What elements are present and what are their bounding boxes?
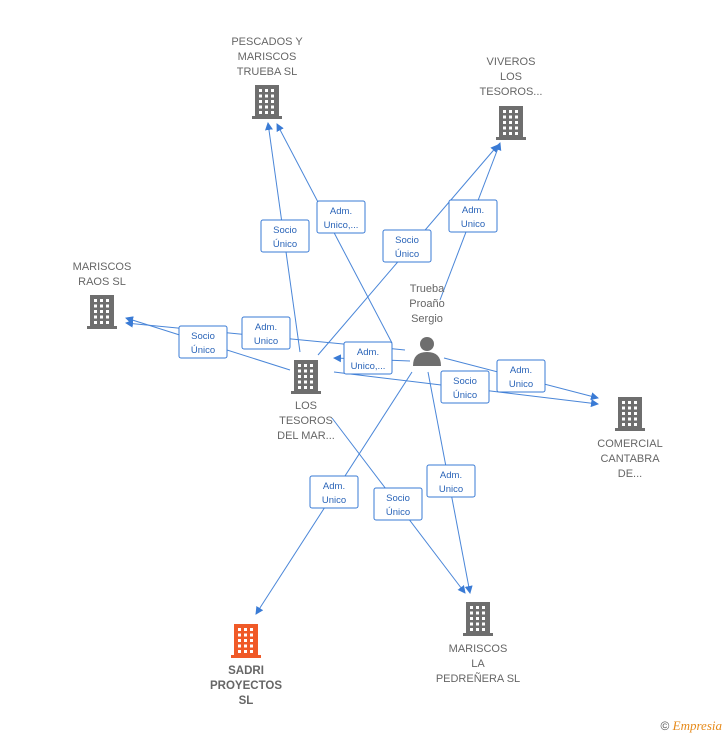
- edge-label-box: [343, 341, 393, 375]
- edge-label-box: [373, 487, 423, 521]
- edge-label-line: Adm.: [330, 206, 352, 217]
- edge-label-line: Unico: [461, 219, 485, 230]
- node-sadri[interactable]: SADRI PROYECTOS SL: [210, 624, 282, 707]
- node-tesoros[interactable]: LOS TESOROS DEL MAR...: [277, 360, 335, 442]
- edge-label-line: Adm.: [255, 322, 277, 333]
- node-viveros[interactable]: VIVEROS LOS TESOROS...: [480, 56, 543, 140]
- edge-label-line: Adm.: [440, 470, 462, 481]
- edge-label-line: Socio: [191, 331, 215, 342]
- node-label-line: DEL MAR...: [277, 430, 335, 442]
- node-label-line: Proaño: [409, 298, 444, 310]
- edge-label-line: Adm.: [323, 481, 345, 492]
- edge-label-box: [309, 475, 359, 509]
- edge-label-box: [178, 325, 228, 359]
- edge-label-line: Unico,...: [324, 220, 359, 231]
- edge-label-line: Unico: [254, 336, 278, 347]
- edge-label-line: Adm.: [462, 205, 484, 216]
- edge-label-person-to-pedrenera[interactable]: Adm. Unico: [426, 464, 476, 498]
- edge-label-line: Único: [191, 345, 215, 356]
- copyright-symbol: ©: [660, 719, 670, 733]
- edge-label-line: Único: [386, 507, 410, 518]
- building-icon: [291, 360, 321, 394]
- brand-logo[interactable]: Empresia: [672, 718, 722, 733]
- edge-label-line: Unico,...: [351, 361, 386, 372]
- building-icon: [615, 397, 645, 431]
- edge-label-line: Único: [453, 390, 477, 401]
- building-icon: [463, 602, 493, 636]
- node-pedrenera[interactable]: MARISCOS LA PEDREÑERA SL: [436, 602, 520, 685]
- edge-label-line: Unico: [509, 379, 533, 390]
- edge-label-line: Adm.: [510, 365, 532, 376]
- node-label-line: Trueba: [410, 283, 445, 295]
- edge-label-line: Socio: [273, 225, 297, 236]
- edge-label-line: Socio: [453, 376, 477, 387]
- node-label-line: SL: [239, 695, 254, 707]
- building-icon: [87, 295, 117, 329]
- node-label-line: TRUEBA SL: [237, 66, 298, 78]
- edge-label-line: Unico: [439, 484, 463, 495]
- edge-label-person-to-pescados[interactable]: Adm. Unico,...: [316, 200, 366, 234]
- edge-label-box: [316, 200, 366, 234]
- edge-label-box: [440, 370, 490, 404]
- node-label-line: RAOS SL: [78, 276, 126, 288]
- node-raos[interactable]: MARISCOS RAOS SL: [73, 261, 132, 329]
- node-label-line: MARISCOS: [238, 51, 297, 63]
- footer: © Empresia: [660, 718, 722, 734]
- node-pescados[interactable]: PESCADOS Y MARISCOS TRUEBA SL: [231, 36, 303, 119]
- node-label-line: TESOROS: [279, 415, 333, 427]
- node-label-line: CANTABRA: [600, 453, 660, 465]
- building-icon: [496, 106, 526, 140]
- edge-label-box: [241, 316, 291, 350]
- node-label-line: Sergio: [411, 313, 443, 325]
- node-label-line: LA: [471, 658, 485, 670]
- node-comercial[interactable]: COMERCIAL CANTABRA DE...: [597, 397, 663, 480]
- edge-label-line: Socio: [386, 493, 410, 504]
- edge-label-line: Único: [273, 239, 297, 250]
- node-label-line: PESCADOS Y: [231, 36, 303, 48]
- edge-label-person-to-sadri[interactable]: Adm. Unico: [309, 475, 359, 509]
- edge-label-box: [496, 359, 546, 393]
- edge-label-person-to-raos[interactable]: Adm. Unico: [241, 316, 291, 350]
- node-label-line: LOS: [295, 400, 317, 412]
- node-label-line: LOS: [500, 71, 522, 83]
- edge-label-line: Único: [395, 249, 419, 260]
- node-label-line: MARISCOS: [73, 261, 132, 273]
- node-label-line: VIVEROS: [487, 56, 536, 68]
- edge-label-box: [382, 229, 432, 263]
- node-label-line: MARISCOS: [449, 643, 508, 655]
- edge-label-line: Adm.: [357, 347, 379, 358]
- node-label-line: COMERCIAL: [597, 438, 662, 450]
- building-icon: [252, 85, 282, 119]
- edge-label-box: [448, 199, 498, 233]
- edge-label-box: [260, 219, 310, 253]
- node-label-line: PROYECTOS: [210, 680, 282, 692]
- edge-label-person-to-tesoros[interactable]: Adm. Unico,...: [343, 341, 393, 375]
- edge-label-line: Unico: [322, 495, 346, 506]
- person-icon: [413, 337, 441, 366]
- edge-label-line: Socio: [395, 235, 419, 246]
- edge-label-person-to-comercial[interactable]: Adm. Unico: [496, 359, 546, 393]
- edge-label-person-to-viveros[interactable]: Adm. Unico: [448, 199, 498, 233]
- node-label-line: SADRI: [228, 665, 264, 677]
- node-label-line: DE...: [618, 468, 642, 480]
- node-label-line: PEDREÑERA SL: [436, 672, 520, 685]
- building-icon: [231, 624, 261, 658]
- node-label-line: TESOROS...: [480, 86, 543, 98]
- edge-label-box: [426, 464, 476, 498]
